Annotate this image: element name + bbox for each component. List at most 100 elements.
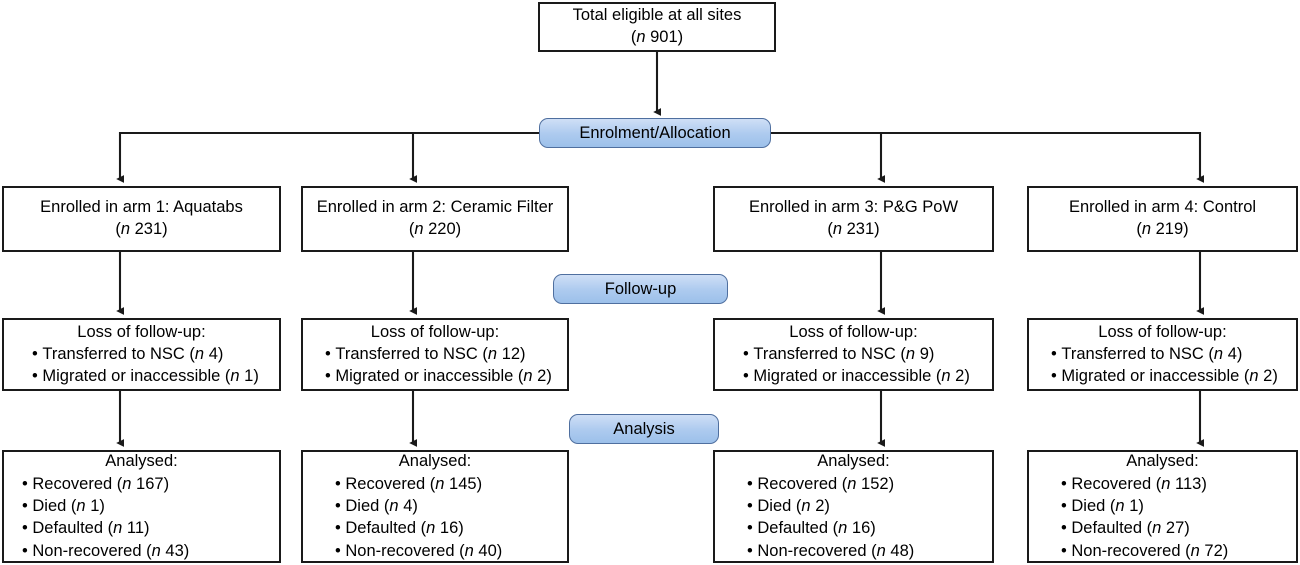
- n-symbol: n: [523, 367, 533, 386]
- item-text: Non-recovered: [757, 541, 867, 560]
- list-item: Recovered (n 113): [1061, 473, 1296, 495]
- n-symbol: n: [151, 541, 161, 560]
- n-value: 113: [1175, 475, 1202, 494]
- list-item: Died (n 2): [747, 495, 992, 517]
- item-text: Died: [345, 497, 380, 516]
- item-text: Non-recovered: [32, 541, 142, 560]
- n-value: 4: [1227, 345, 1237, 364]
- total-eligible-count: (n 901): [630, 28, 684, 46]
- total-eligible-label: Total eligible at all sites: [572, 6, 742, 25]
- analysed-box-arm-4: Analysed: Recovered (n 113) Died (n 1) D…: [1027, 450, 1298, 563]
- n-symbol: n: [389, 497, 399, 516]
- item-text: Migrated or inaccessible: [335, 367, 514, 386]
- n-value: 12: [501, 345, 521, 364]
- enrolled-label-arm-4: Enrolled in arm 4: Control: [1068, 198, 1257, 217]
- n-value: 2: [537, 367, 547, 386]
- item-text: Recovered: [1071, 475, 1152, 494]
- list-item: Non-recovered (n 48): [747, 540, 992, 562]
- n-value: 220: [428, 220, 456, 238]
- list-item: Defaulted (n 16): [335, 517, 567, 539]
- n-value: 16: [851, 519, 871, 538]
- enrolled-count-arm-4: (n 219): [1136, 220, 1189, 238]
- list-item: Migrated or inaccessible (n 1): [32, 365, 279, 387]
- n-value: 152: [861, 475, 889, 494]
- list-item: Transferred to NSC (n 12): [325, 343, 567, 365]
- enrolled-box-arm-1: Enrolled in arm 1: Aquatabs (n 231): [2, 186, 281, 252]
- enrolled-label-arm-3: Enrolled in arm 3: P&G PoW: [748, 198, 959, 217]
- enrolled-count-arm-3: (n 231): [827, 220, 880, 238]
- n-symbol: n: [905, 345, 916, 364]
- n-symbol: n: [838, 519, 848, 538]
- n-symbol: n: [801, 497, 811, 516]
- list-item: Migrated or inaccessible (n 2): [1051, 365, 1296, 387]
- list-item: Transferred to NSC (n 4): [1051, 343, 1296, 365]
- n-value: 43: [165, 541, 184, 560]
- n-symbol: n: [941, 367, 951, 386]
- enrolled-label-arm-1: Enrolled in arm 1: Aquatabs: [40, 198, 243, 217]
- item-text: Died: [757, 497, 792, 516]
- item-text: Died: [1071, 497, 1106, 516]
- n-value: 1: [90, 497, 100, 516]
- n-value: 16: [439, 519, 459, 538]
- list-item: Defaulted (n 16): [747, 517, 992, 539]
- n-value: 2: [1263, 367, 1273, 386]
- list-item: Transferred to NSC (n 9): [743, 343, 992, 365]
- n-value: 1: [244, 367, 254, 386]
- item-text: Migrated or inaccessible: [753, 367, 932, 386]
- item-text: Migrated or inaccessible: [1061, 367, 1240, 386]
- loss-title-arm-3: Loss of follow-up:: [789, 322, 918, 341]
- n-symbol: n: [1213, 345, 1224, 364]
- wire-enrolment-to-arm-2: [409, 131, 539, 183]
- n-value: 219: [1155, 220, 1184, 238]
- n-value: 1: [1129, 497, 1139, 516]
- n-value: 4: [403, 497, 413, 516]
- n-symbol: n: [120, 220, 131, 238]
- analysed-title-arm-4: Analysed:: [1126, 452, 1199, 471]
- n-value: 167: [136, 475, 164, 494]
- list-item: Died (n 4): [335, 495, 567, 517]
- analysed-list-arm-1: Recovered (n 167) Died (n 1) Defaulted (…: [4, 473, 279, 561]
- item-text: Recovered: [345, 475, 426, 494]
- item-text: Defaulted: [32, 519, 104, 538]
- n-symbol: n: [1115, 497, 1125, 516]
- enrolled-count-arm-2: (n 220): [408, 220, 462, 238]
- wire-enrolment-to-arm-3: [771, 131, 886, 183]
- list-item: Transferred to NSC (n 4): [32, 343, 279, 365]
- loss-title-arm-2: Loss of follow-up:: [370, 322, 500, 341]
- list-item: Non-recovered (n 43): [22, 540, 279, 562]
- enrolled-box-arm-2: Enrolled in arm 2: Ceramic Filter (n 220…: [301, 186, 569, 252]
- n-symbol: n: [876, 541, 886, 560]
- n-value: 231: [846, 220, 875, 238]
- n-symbol: n: [847, 475, 857, 494]
- item-text: Non-recovered: [1071, 541, 1181, 560]
- item-text: Defaulted: [757, 519, 829, 538]
- wire-enrolment-to-arm-1: [116, 131, 539, 183]
- item-text: Migrated or inaccessible: [42, 367, 221, 386]
- total-eligible-box: Total eligible at all sites (n 901): [538, 2, 776, 52]
- n-symbol: n: [464, 541, 474, 560]
- n-symbol: n: [230, 367, 240, 386]
- n-value: 2: [815, 497, 825, 516]
- loss-box-arm-3: Loss of follow-up: Transferred to NSC (n…: [713, 318, 994, 391]
- n-symbol: n: [122, 475, 132, 494]
- n-value: 231: [134, 220, 163, 238]
- item-text: Defaulted: [1071, 519, 1143, 538]
- loss-list-arm-3: Transferred to NSC (n 9) Migrated or ina…: [715, 343, 992, 387]
- stage-banner-analysis-label: Analysis: [613, 419, 675, 438]
- n-value: 11: [126, 519, 145, 538]
- n-symbol: n: [832, 220, 843, 238]
- n-symbol: n: [1152, 519, 1162, 538]
- analysed-box-arm-1: Analysed: Recovered (n 167) Died (n 1) D…: [2, 450, 281, 563]
- analysed-list-arm-3: Recovered (n 152) Died (n 2) Defaulted (…: [715, 473, 992, 561]
- list-item: Non-recovered (n 40): [335, 540, 567, 562]
- stage-banner-follow-up: Follow-up: [553, 274, 728, 304]
- analysed-box-arm-3: Analysed: Recovered (n 152) Died (n 2) D…: [713, 450, 994, 563]
- wire-enrolment-to-arm-4: [771, 131, 1205, 183]
- stage-banner-follow-up-label: Follow-up: [604, 279, 677, 298]
- stage-banner-enrolment: Enrolment/Allocation: [539, 118, 771, 148]
- item-text: Died: [32, 497, 67, 516]
- n-symbol: n: [636, 28, 646, 46]
- loss-list-arm-1: Transferred to NSC (n 4) Migrated or ina…: [4, 343, 279, 387]
- list-item: Migrated or inaccessible (n 2): [743, 365, 992, 387]
- n-symbol: n: [1190, 541, 1200, 560]
